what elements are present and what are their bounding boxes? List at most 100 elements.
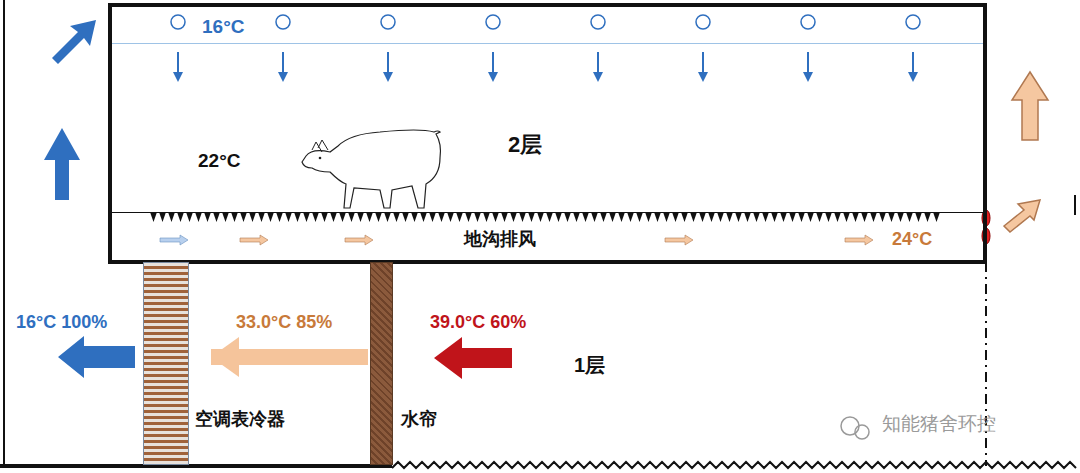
slat <box>222 212 229 222</box>
slat <box>213 212 220 222</box>
down-arrow <box>173 72 183 82</box>
down-arrow <box>908 72 918 82</box>
slat <box>636 212 643 222</box>
inlet <box>276 15 290 29</box>
down-arrow <box>387 52 389 74</box>
room-box: 2层22°C16°C地沟排风24°C <box>108 3 987 264</box>
slat <box>825 212 832 222</box>
wechat-icon <box>841 417 859 435</box>
slat <box>906 212 913 222</box>
slat <box>645 212 652 222</box>
air-state: 33.0°C 85% <box>236 313 332 333</box>
slat <box>438 212 445 222</box>
pit-arrow <box>345 235 373 245</box>
down-arrow <box>597 52 599 74</box>
slat <box>348 212 355 222</box>
slat <box>834 212 841 222</box>
slat <box>339 212 346 222</box>
slat <box>807 212 814 222</box>
down-arrow <box>282 52 284 74</box>
temp-label: 16°C <box>202 17 244 38</box>
floor-label: 2层 <box>508 133 542 157</box>
slat <box>249 212 256 222</box>
inlet <box>696 15 710 29</box>
down-arrow <box>807 52 809 74</box>
inlet <box>171 15 185 29</box>
air-arrow <box>58 336 135 378</box>
water-curtain: 水帘 <box>370 262 393 465</box>
watermark: 知能猪舍环控 <box>882 414 996 435</box>
slat <box>168 212 175 222</box>
slat <box>573 212 580 222</box>
slat <box>897 212 904 222</box>
inlet <box>486 15 500 29</box>
pit-arrow <box>665 235 693 245</box>
slat <box>375 212 382 222</box>
slat <box>240 212 247 222</box>
part-label: 水帘 <box>401 410 437 430</box>
slat <box>393 212 400 222</box>
slat <box>357 212 364 222</box>
slat <box>528 212 535 222</box>
slat <box>681 212 688 222</box>
slat <box>717 212 724 222</box>
air-inlets <box>171 15 920 82</box>
slat <box>600 212 607 222</box>
slat <box>195 212 202 222</box>
slat <box>294 212 301 222</box>
slat <box>618 212 625 222</box>
slat <box>654 212 661 222</box>
slat <box>924 212 931 222</box>
slat <box>420 212 427 222</box>
air-arrow <box>434 337 512 379</box>
slat <box>753 212 760 222</box>
ground-line <box>0 464 392 468</box>
slat <box>591 212 598 222</box>
slat <box>519 212 526 222</box>
air-arrow <box>52 20 96 64</box>
slat <box>321 212 328 222</box>
air-state: 39.0°C 60% <box>430 313 526 333</box>
duct-label: 地沟排风 <box>464 230 536 250</box>
slat <box>402 212 409 222</box>
slat <box>492 212 499 222</box>
slat <box>177 212 184 222</box>
outer-wall <box>1074 195 1076 215</box>
pit-arrow <box>845 235 873 245</box>
slat <box>330 212 337 222</box>
slat <box>465 212 472 222</box>
airflow-arrow <box>211 349 368 365</box>
ceiling-duct: 16°C <box>112 7 983 44</box>
pig <box>302 130 441 208</box>
slat <box>762 212 769 222</box>
slat <box>159 212 166 222</box>
pig-ears <box>312 140 328 152</box>
slat <box>546 212 553 222</box>
temp-label: 22°C <box>198 151 240 172</box>
inlet <box>591 15 605 29</box>
slat <box>204 212 211 222</box>
down-arrow <box>383 72 393 82</box>
exhaust-arrow <box>1004 200 1040 232</box>
slat <box>915 212 922 222</box>
down-arrow <box>593 72 603 82</box>
inlet <box>801 15 815 29</box>
slat <box>744 212 751 222</box>
floor-label: 1层 <box>574 354 605 376</box>
down-arrow <box>177 52 179 74</box>
slat <box>708 212 715 222</box>
slat <box>690 212 697 222</box>
ground-break <box>392 462 1076 468</box>
slat <box>672 212 679 222</box>
wechat-icon <box>855 425 869 439</box>
pit-arrow <box>240 235 268 245</box>
slat <box>789 212 796 222</box>
slat <box>627 212 634 222</box>
air-state: 16°C 100% <box>16 313 107 333</box>
slat-floor <box>150 212 940 245</box>
air-arrow <box>44 128 80 200</box>
down-arrow <box>278 72 288 82</box>
dash-wall <box>985 262 987 466</box>
slat <box>816 212 823 222</box>
